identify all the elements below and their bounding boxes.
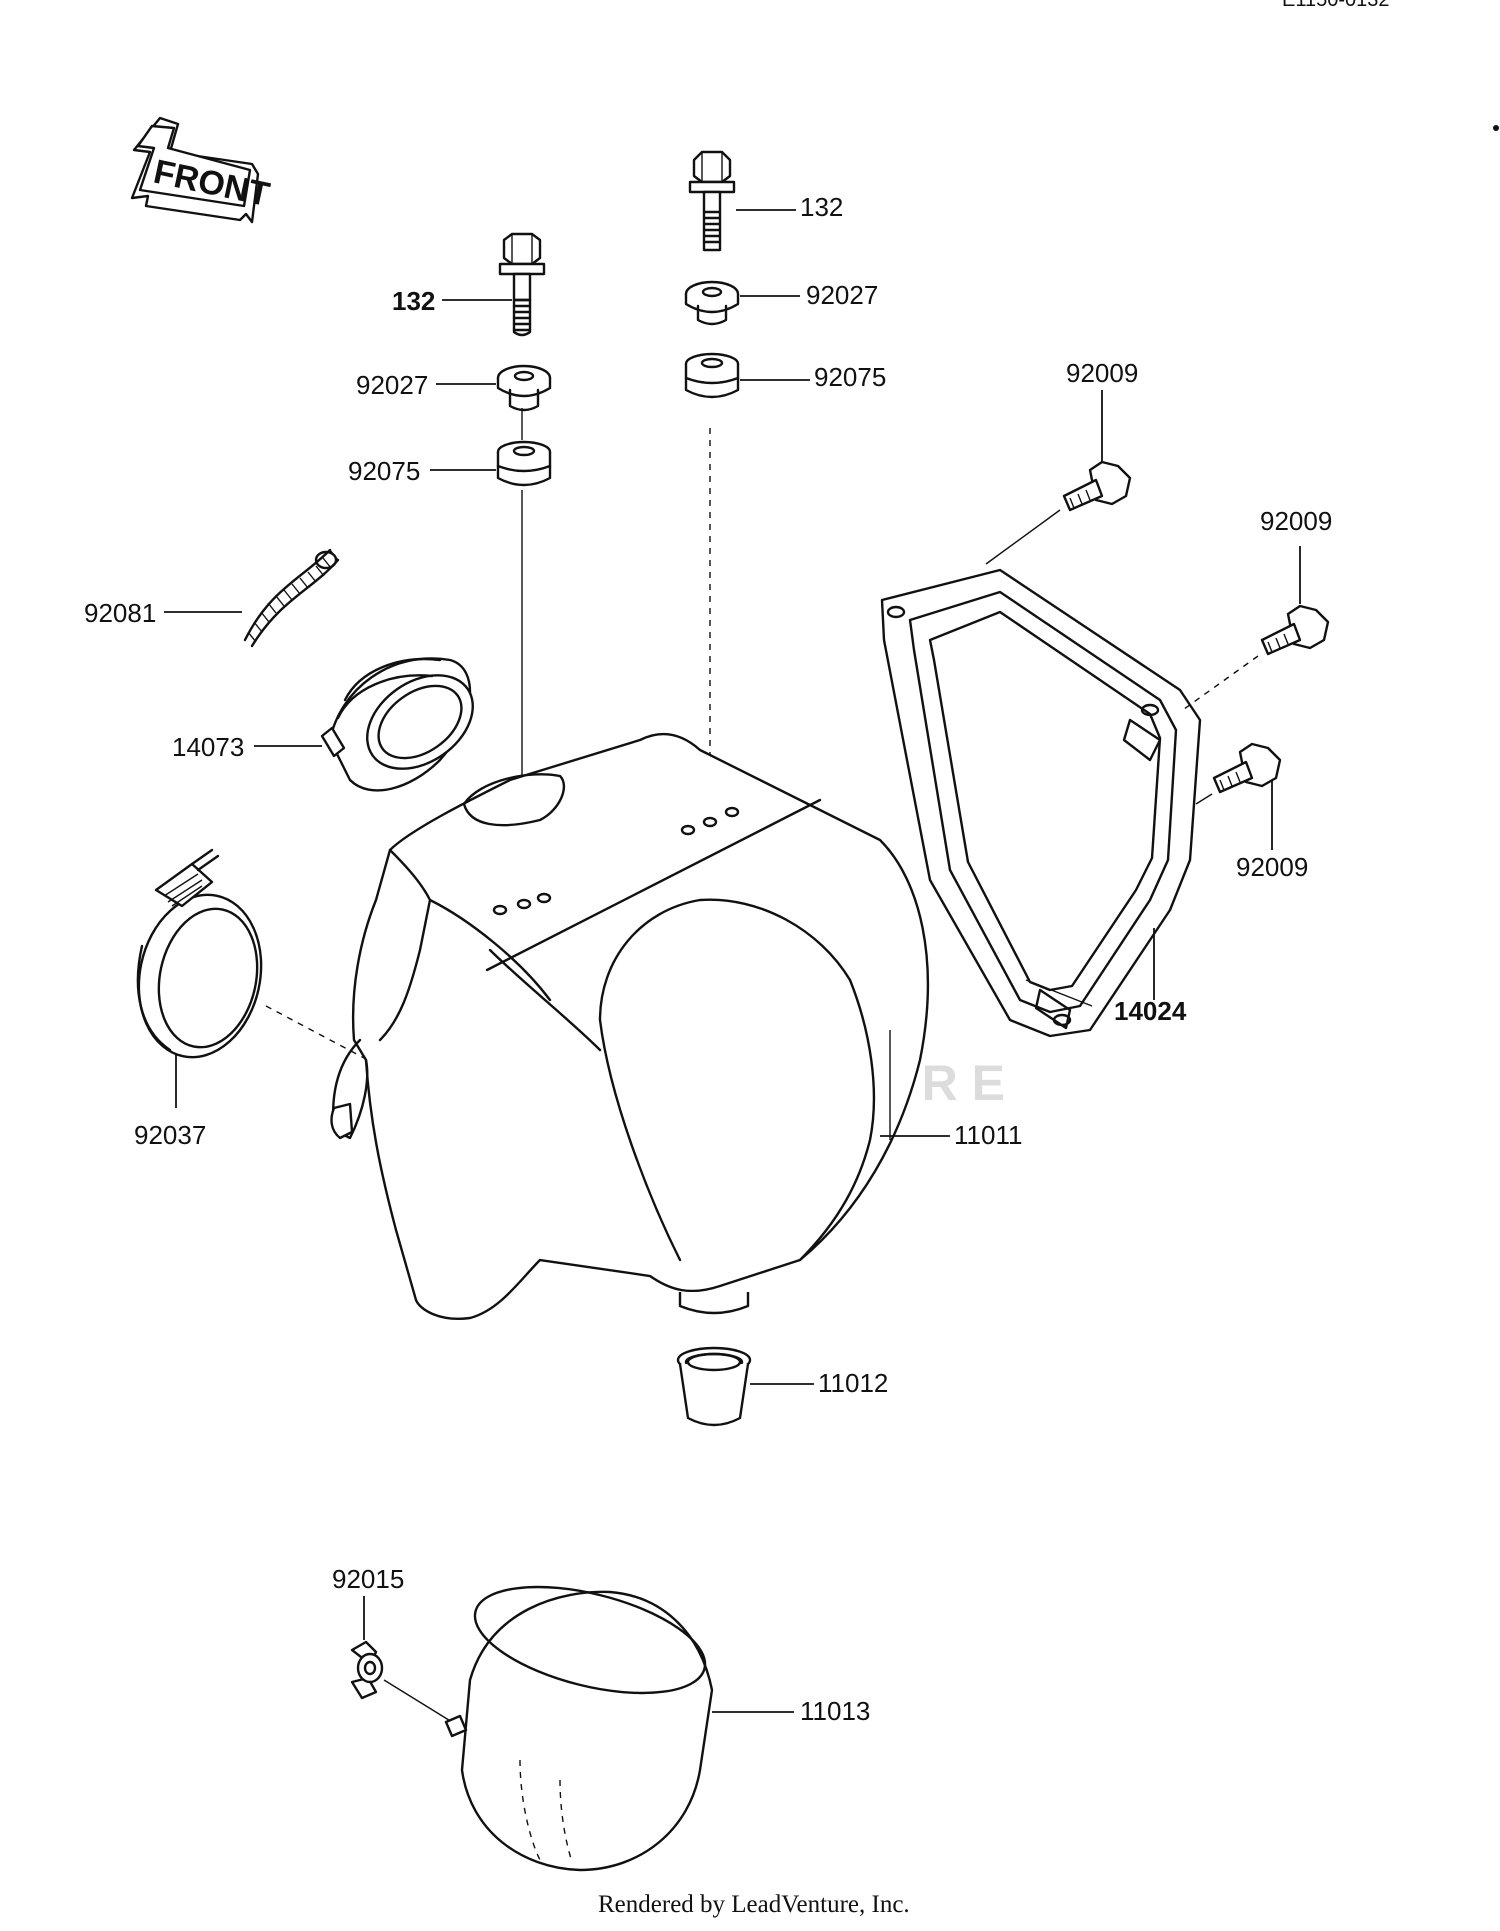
callout-92027-left[interactable]: 92027	[356, 370, 428, 400]
washer-92027-right	[684, 280, 740, 326]
wing-nut-92015	[350, 1640, 384, 1700]
leader-lines	[164, 209, 1301, 1713]
callout-92075-left[interactable]: 92075	[348, 456, 420, 486]
filter-element-11013	[444, 1585, 714, 1872]
callout-92015[interactable]: 92015	[332, 1564, 404, 1594]
bolt-132-right	[688, 150, 736, 252]
spring-92081	[243, 548, 340, 648]
cover-14024	[880, 568, 1202, 1038]
callout-92081[interactable]: 92081	[84, 598, 156, 628]
callout-92075-right[interactable]: 92075	[814, 362, 886, 392]
clamp-92037	[136, 848, 263, 1059]
drain-cap-11012	[676, 1346, 752, 1427]
callout-92037[interactable]: 92037	[134, 1120, 206, 1150]
washer-92027-left	[496, 364, 552, 412]
callout-11012[interactable]: 11012	[818, 1368, 888, 1398]
callout-132-right[interactable]: 132	[800, 192, 843, 222]
bolt-92009-bottom	[1212, 742, 1282, 794]
tube-14073	[320, 657, 474, 792]
bolt-92009-top	[1062, 460, 1132, 512]
callout-92009-middle[interactable]: 92009	[1260, 506, 1332, 536]
callout-92027-right[interactable]: 92027	[806, 280, 878, 310]
diagram-code: E1150-0132	[1282, 0, 1390, 11]
callout-11011[interactable]: 11011	[954, 1120, 1022, 1150]
footer-credit: Rendered by LeadVenture, Inc.	[598, 1891, 910, 1918]
grommet-92075-left	[496, 440, 552, 487]
callout-14073[interactable]: 14073	[172, 732, 244, 762]
callout-labels: 132 132 92027 92027 92075 92075 92009 92…	[84, 192, 1332, 1726]
callout-14024[interactable]: 14024	[1114, 996, 1187, 1026]
case-11011	[330, 732, 930, 1320]
corner-dot	[1493, 125, 1499, 131]
callout-92009-top[interactable]: 92009	[1066, 358, 1138, 388]
callout-11013[interactable]: 11013	[800, 1696, 870, 1726]
callout-92009-bottom[interactable]: 92009	[1236, 852, 1308, 882]
bolt-132-left	[498, 232, 546, 337]
grommet-92075-right	[684, 352, 740, 399]
callout-132-left[interactable]: 132	[392, 286, 435, 316]
front-arrow: FRONT	[130, 116, 273, 224]
bolt-92009-middle	[1260, 604, 1330, 656]
